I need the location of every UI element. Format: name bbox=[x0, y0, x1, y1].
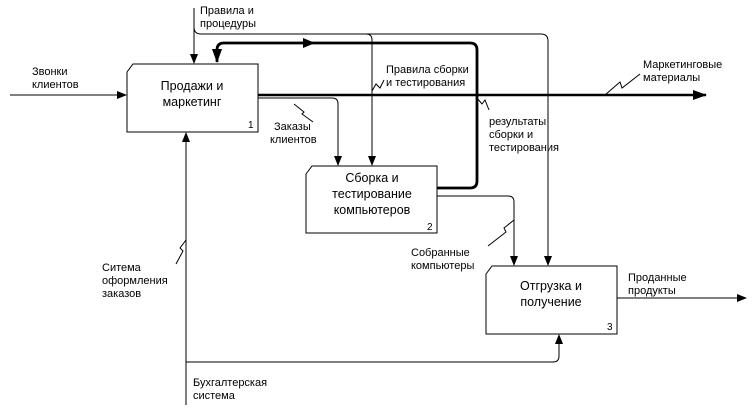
svg-text:и тестирования: и тестирования bbox=[386, 77, 465, 89]
label-calls: Звонки клиентов bbox=[32, 66, 79, 91]
arrow-feedback-loop bbox=[212, 41, 479, 190]
squiggle-assembled bbox=[487, 219, 515, 247]
box-sales-title-2: маркетинг bbox=[163, 95, 222, 109]
svg-text:Маркетинговые: Маркетинговые bbox=[643, 59, 722, 71]
box-assembly-number: 2 bbox=[427, 222, 433, 233]
svg-text:клиентов: клиентов bbox=[32, 79, 79, 91]
svg-text:процедуры: процедуры bbox=[200, 18, 256, 30]
label-rules: Правила и процедуры bbox=[200, 5, 256, 30]
arrow-accounting-to-shipping bbox=[186, 334, 563, 363]
label-sold: Проданные продукты bbox=[628, 272, 687, 297]
box-shipping-title-1: Отгрузка и bbox=[520, 279, 582, 293]
arrow-assembled-to-shipping bbox=[437, 195, 518, 266]
box-assembly-title-3: компьютеров bbox=[334, 203, 411, 217]
svg-text:компьютеры: компьютеры bbox=[411, 260, 474, 272]
label-marketing-materials: Маркетинговые материалы bbox=[643, 59, 722, 84]
label-order-system: Ситема оформления заказов bbox=[102, 262, 168, 300]
box-sales[interactable]: Продажи и маркетинг 1 bbox=[126, 63, 259, 133]
svg-text:система: система bbox=[193, 390, 236, 402]
svg-text:сборки и: сборки и bbox=[489, 129, 533, 141]
svg-text:Заказы: Заказы bbox=[274, 121, 311, 133]
svg-text:Правила и: Правила и bbox=[200, 5, 254, 17]
label-assembly-rules: Правила сборки и тестирования bbox=[386, 64, 469, 89]
squiggle-assembly-rules bbox=[371, 79, 385, 92]
svg-text:Бухгалтерская: Бухгалтерская bbox=[193, 377, 267, 389]
svg-text:Собранные: Собранные bbox=[411, 247, 470, 259]
box-assembly[interactable]: Сборка и тестирование компьютеров 2 bbox=[305, 165, 438, 234]
box-assembly-title-2: тестирование bbox=[332, 187, 412, 201]
squiggle-marketing bbox=[604, 73, 641, 96]
label-accounting: Бухгалтерская система bbox=[193, 377, 267, 402]
svg-text:тестирования: тестирования bbox=[489, 142, 559, 154]
label-orders: Заказы клиентов bbox=[270, 121, 317, 146]
box-shipping-number: 3 bbox=[607, 322, 613, 333]
label-results: результаты сборки и тестирования bbox=[489, 116, 559, 154]
svg-text:оформления: оформления bbox=[102, 275, 168, 287]
label-assembled: Собранные компьютеры bbox=[411, 247, 474, 272]
arrow-orders-to-assembly bbox=[258, 97, 342, 166]
svg-text:результаты: результаты bbox=[489, 116, 546, 128]
squiggle-results bbox=[476, 97, 490, 111]
svg-text:материалы: материалы bbox=[643, 72, 700, 84]
svg-text:Правила сборки: Правила сборки bbox=[386, 64, 469, 76]
svg-text:Ситема: Ситема bbox=[102, 262, 142, 274]
arrow-rules-to-shipping bbox=[366, 33, 552, 266]
box-sales-title-1: Продажи и bbox=[161, 79, 224, 93]
box-assembly-title-1: Сборка и bbox=[345, 171, 398, 185]
box-sales-number: 1 bbox=[248, 120, 254, 131]
squiggle-order-system bbox=[175, 239, 187, 265]
squiggle-orders bbox=[293, 103, 314, 123]
feedback-direction-arrow bbox=[303, 38, 315, 48]
svg-text:заказов: заказов bbox=[102, 288, 141, 300]
svg-text:клиентов: клиентов bbox=[270, 134, 317, 146]
svg-text:Звонки: Звонки bbox=[32, 66, 68, 78]
box-shipping-title-2: получение bbox=[520, 295, 581, 309]
svg-text:Проданные: Проданные bbox=[628, 272, 687, 284]
box-shipping[interactable]: Отгрузка и получение 3 bbox=[485, 265, 618, 335]
svg-text:продукты: продукты bbox=[628, 285, 676, 297]
